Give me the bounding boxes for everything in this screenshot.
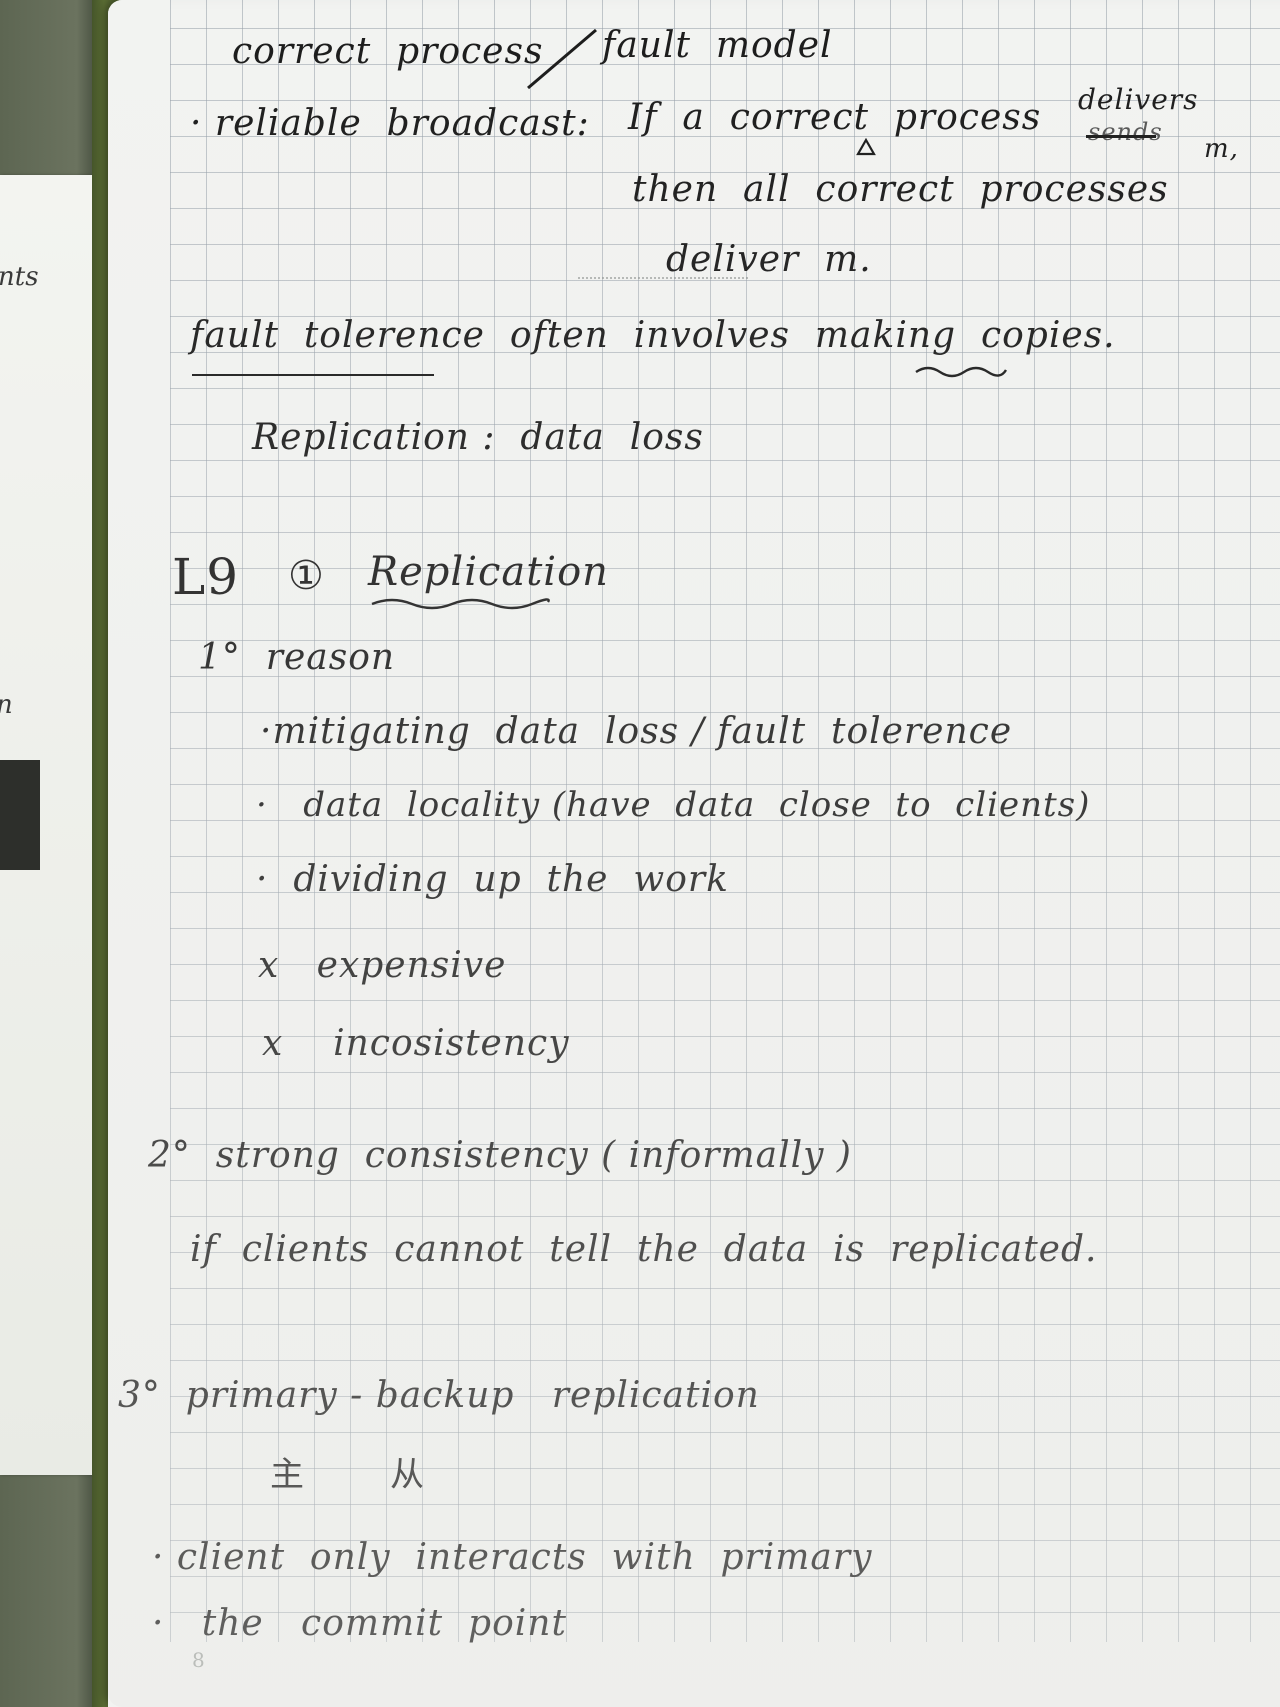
underline-copies (915, 366, 1008, 378)
page-bottom-margin (108, 1642, 1280, 1707)
reason-data-locality: · data locality (have data close to clie… (256, 785, 1091, 825)
background-paper-text: nts (0, 262, 39, 292)
note-reliable-broadcast: · reliable broadcast: (190, 103, 590, 144)
page-margin (108, 0, 170, 1707)
heading-replication: Replication (368, 549, 609, 595)
con-inconsistency: x incosistency (262, 1023, 570, 1064)
note-if-correct-process: If a correct process (628, 97, 1042, 138)
background-object (0, 760, 40, 870)
strike-through (1086, 135, 1156, 138)
section-strong-consistency: 2° strong consistency ( informally ) (148, 1135, 852, 1176)
note-deliver-m: deliver m. (666, 239, 872, 280)
lecture-number: L9 (172, 548, 240, 606)
reason-mitigating-data-loss: ·mitigating data loss / fault tolerence (260, 711, 1013, 752)
note-replication-data-loss: Replication : data loss (252, 417, 704, 458)
background-paper-text-2: n (0, 690, 13, 720)
note-then-all-correct: then all correct processes (632, 169, 1169, 210)
triangle-mark (856, 138, 876, 156)
chinese-primary: 主 (270, 1455, 305, 1495)
section-primary-backup: 3° primary - backup replication (118, 1375, 760, 1416)
underline-replication (371, 598, 550, 610)
slash-mark (527, 28, 597, 90)
heading-circled-one: ① (288, 553, 325, 599)
note-correct-process: correct process (232, 31, 544, 72)
faint-dots (578, 275, 748, 279)
note-sends-crossed: sends (1088, 118, 1163, 146)
section-reason: 1° reason (198, 637, 396, 678)
primary-backup-client-interacts: · client only interacts with primary (152, 1537, 873, 1578)
primary-backup-commit-point: · the commit point (152, 1603, 567, 1644)
con-expensive: x expensive (258, 945, 507, 986)
underline-fault-tolerence (192, 374, 434, 376)
notebook-page: 8 correct process fault model · reliable… (108, 0, 1280, 1707)
note-delivers: delivers (1078, 83, 1199, 116)
note-fault-model: fault model (602, 25, 833, 66)
chinese-backup: 从 (390, 1455, 425, 1495)
note-fault-tolerence-copies: fault tolerence often involves making co… (190, 315, 1116, 356)
page-number: 8 (192, 1648, 205, 1672)
note-m: m, (1204, 134, 1239, 164)
reason-dividing-work: · dividing up the work (256, 859, 729, 900)
strong-consistency-definition: if clients cannot tell the data is repli… (190, 1229, 1098, 1270)
